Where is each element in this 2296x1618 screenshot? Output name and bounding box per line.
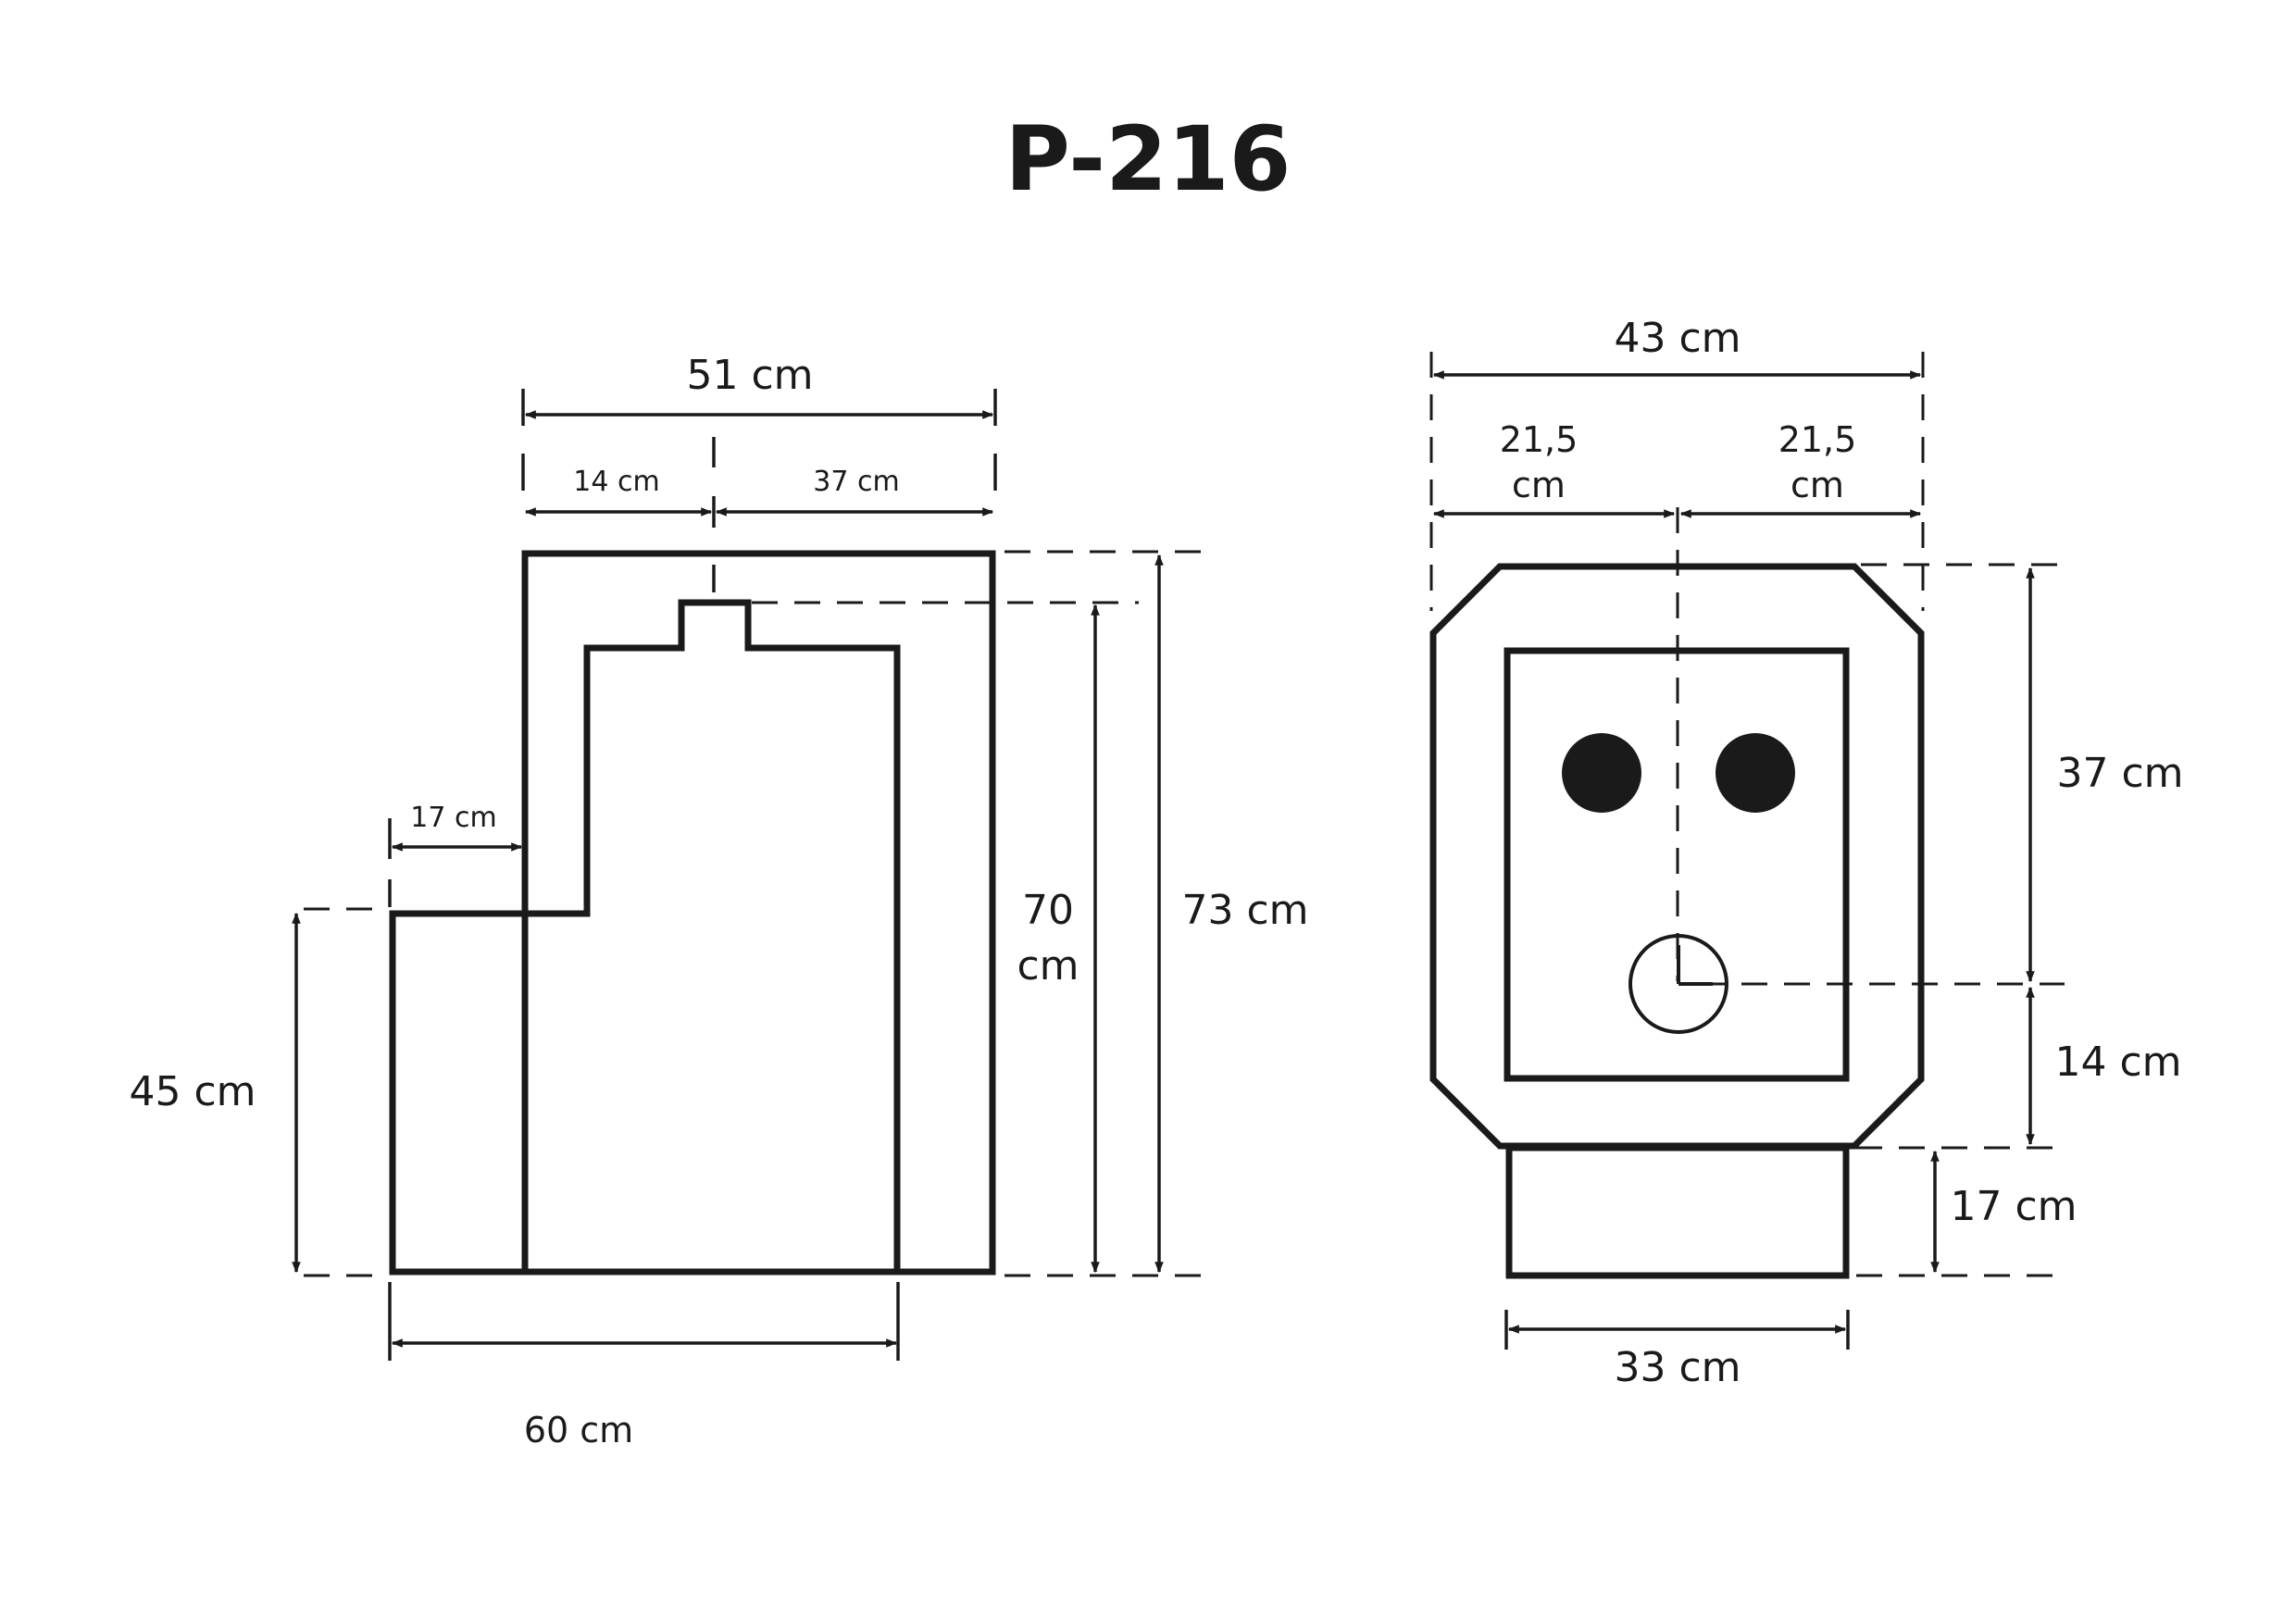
label-inner-height-unit: cm — [1017, 942, 1079, 989]
label-base-width-front: 33 cm — [1614, 1344, 1741, 1391]
page-title: P-216 — [1005, 107, 1292, 211]
front-base-outline — [1505, 1144, 1850, 1279]
side-body-outline — [521, 550, 996, 1276]
label-total-height: 73 cm — [1181, 887, 1308, 934]
left-hole-icon — [1562, 733, 1641, 813]
right-hole-icon — [1716, 733, 1795, 813]
label-inner-height-value: 70 — [1022, 887, 1074, 934]
label-step-height: 45 cm — [129, 1068, 256, 1115]
label-lower-height: 14 cm — [2054, 1039, 2181, 1086]
label-step-depth: 17 cm — [410, 802, 496, 834]
side-view: 51 cm 14 cm 37 cm 17 cm 45 cm 70 cm 73 c… — [129, 352, 1308, 1450]
front-view: 43 cm 21,5 cm 21,5 cm 37 cm 14 cm 17 cm … — [1429, 315, 2184, 1391]
label-half-right-unit: cm — [1791, 465, 1844, 505]
label-width-right-top: 37 cm — [813, 466, 899, 498]
side-inner-profile — [525, 599, 901, 1272]
label-base-width: 60 cm — [524, 1410, 633, 1450]
front-body-outline — [1429, 563, 1925, 1150]
label-half-left-unit: cm — [1512, 465, 1566, 505]
label-half-right-value: 21,5 — [1778, 419, 1857, 460]
gauge-hands-icon — [1677, 945, 1713, 986]
label-width-top: 51 cm — [686, 352, 813, 399]
label-half-left-value: 21,5 — [1500, 419, 1578, 460]
label-base-height: 17 cm — [1950, 1183, 2077, 1230]
side-step-outline — [389, 910, 525, 1276]
label-upper-height: 37 cm — [2056, 750, 2183, 797]
label-width-left-top: 14 cm — [573, 466, 659, 498]
label-total-width: 43 cm — [1614, 315, 1741, 362]
